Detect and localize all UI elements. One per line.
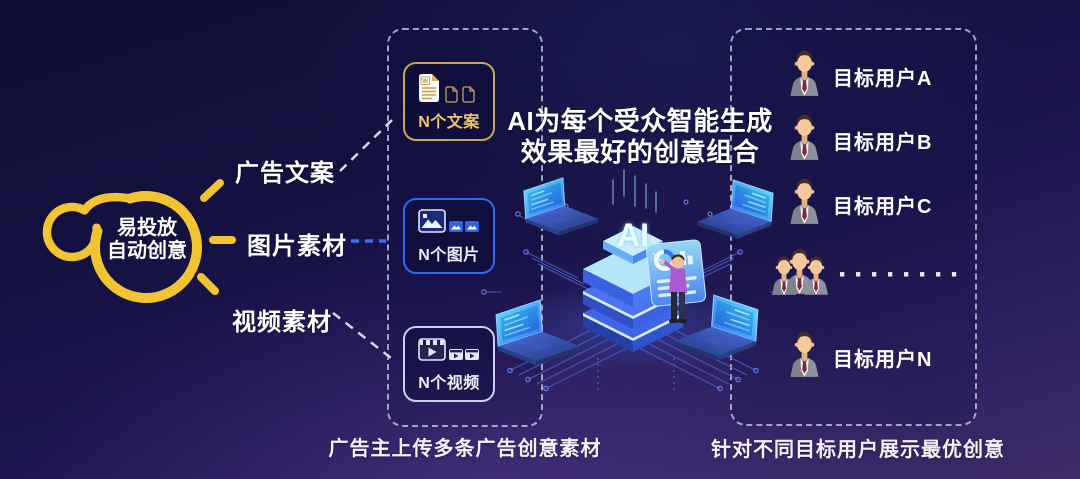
ray-top-icon xyxy=(200,179,224,202)
label-ad-copy: 广告文案 xyxy=(235,160,335,187)
title-line1: AI为每个受众智能生成 xyxy=(507,106,773,136)
brand-logo-label: 易投放 自动创意 xyxy=(96,217,198,263)
connector-video-line xyxy=(332,312,392,359)
title-line2: 效果最好的创意组合 xyxy=(520,137,760,167)
card-videos: N个视频 xyxy=(403,326,495,402)
light-streaks xyxy=(612,169,657,213)
user-group-icon xyxy=(770,246,842,300)
card-copy-label: N个文案 xyxy=(418,113,480,131)
svg-text:W: W xyxy=(422,78,429,85)
ray-bottom-icon xyxy=(197,273,219,295)
ai-text: AI xyxy=(617,217,649,253)
ellipsis-dots: ········ xyxy=(838,258,966,291)
caption-upload: 广告主上传多条广告创意素材 xyxy=(328,438,602,460)
person-figure xyxy=(652,252,687,323)
video-icon xyxy=(418,337,479,361)
card-image-label: N个图片 xyxy=(418,246,480,264)
logo-line1: 易投放 xyxy=(117,217,177,239)
target-user-a-label: 目标用户A xyxy=(833,68,933,90)
ai-glow-text: AI xyxy=(617,217,649,253)
logo-line2: 自动创意 xyxy=(107,240,187,262)
image-icon xyxy=(418,208,479,233)
connector-copy-line xyxy=(339,119,393,172)
card-video-label: N个视频 xyxy=(418,374,480,392)
caption-display: 针对不同目标用户展示最优创意 xyxy=(711,439,1005,461)
dashboard-panel xyxy=(646,239,707,307)
center-title: AI为每个受众智能生成 效果最好的创意组合 xyxy=(483,106,797,168)
card-images: N个图片 xyxy=(403,198,495,274)
label-image-material: 图片素材 xyxy=(247,233,347,260)
target-user-c-label: 目标用户C xyxy=(833,196,933,218)
user-a-avatar-icon xyxy=(790,50,819,96)
user-c-avatar-icon xyxy=(790,178,819,224)
target-user-b-label: 目标用户B xyxy=(833,132,933,154)
ai-server-stack xyxy=(583,226,683,352)
user-n-avatar-icon xyxy=(790,331,819,377)
target-user-n-label: 目标用户N xyxy=(833,349,933,371)
card-copywriting: W N个文案 xyxy=(403,62,495,141)
document-icon: W xyxy=(419,73,475,103)
label-video-material: 视频素材 xyxy=(232,309,332,336)
group-avatar-center-icon xyxy=(785,248,814,294)
